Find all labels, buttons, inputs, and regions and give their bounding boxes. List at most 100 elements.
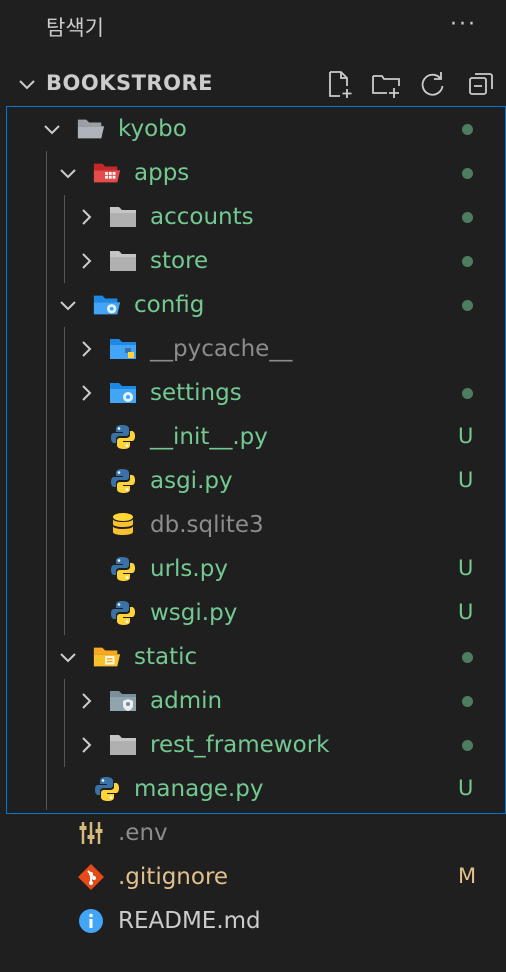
tree-item-env[interactable]: .env xyxy=(0,811,506,855)
tree-item-label: wsgi.py xyxy=(150,600,238,626)
git-status-dot xyxy=(462,212,473,223)
tree-item-label: asgi.py xyxy=(150,468,233,494)
tree-item-label: db.sqlite3 xyxy=(150,512,264,538)
git-status-badge: U xyxy=(458,468,474,492)
tree-item-db-sqlite3[interactable]: db.sqlite3 xyxy=(0,503,506,547)
git-status-dot xyxy=(462,740,473,751)
folder-open-icon xyxy=(76,115,106,143)
chevron-right-icon[interactable] xyxy=(75,250,97,272)
tree-item-readme-md[interactable]: README.md xyxy=(0,899,506,943)
git-status-badge: U xyxy=(458,424,474,448)
git-status-dot xyxy=(462,168,473,179)
info-icon xyxy=(76,907,106,935)
folder-static-icon xyxy=(92,643,122,671)
tree-item-wsgi-py[interactable]: wsgi.py U xyxy=(0,591,506,635)
tree-item-apps[interactable]: apps xyxy=(0,151,506,195)
python-icon xyxy=(108,599,138,627)
chevron-right-icon[interactable] xyxy=(75,206,97,228)
tree-item-rest-framework[interactable]: rest_framework xyxy=(0,723,506,767)
tree-item-admin[interactable]: admin xyxy=(0,679,506,723)
python-icon xyxy=(108,555,138,583)
refresh-icon xyxy=(418,69,448,99)
chevron-down-icon[interactable] xyxy=(41,118,63,140)
tree-item-manage-py[interactable]: manage.py U xyxy=(0,767,506,811)
tree-item-label: kyobo xyxy=(118,116,187,142)
tree-item-label: apps xyxy=(134,160,190,186)
python-icon xyxy=(108,423,138,451)
workspace-section-header[interactable]: BOOKSTRORE xyxy=(0,62,506,106)
git-status-dot xyxy=(462,652,473,663)
tree-item-label: static xyxy=(134,644,198,670)
tree-item-init-py[interactable]: __init__.py U xyxy=(0,415,506,459)
chevron-right-icon[interactable] xyxy=(75,734,97,756)
tree-item-label: urls.py xyxy=(150,556,228,582)
tree-item-urls-py[interactable]: urls.py U xyxy=(0,547,506,591)
git-icon xyxy=(76,863,106,891)
tree-item-label: manage.py xyxy=(134,776,264,802)
tree-item-config[interactable]: config xyxy=(0,283,506,327)
chevron-down-icon[interactable] xyxy=(57,294,79,316)
indent-guide xyxy=(46,151,47,810)
tree-item-settings[interactable]: settings xyxy=(0,371,506,415)
new-file-icon xyxy=(324,69,354,99)
git-status-badge: U xyxy=(458,556,474,580)
chevron-down-icon[interactable] xyxy=(57,646,79,668)
tree-item-label: .env xyxy=(118,820,168,846)
tree-item-label: .gitignore xyxy=(118,864,229,890)
tree-item-gitignore[interactable]: .gitignore M xyxy=(0,855,506,899)
new-folder-button[interactable] xyxy=(369,67,403,101)
tree-item-label: admin xyxy=(150,688,223,714)
folder-icon xyxy=(108,731,138,759)
chevron-down-icon xyxy=(16,73,38,95)
git-status-dot xyxy=(462,300,473,311)
tree-item-label: settings xyxy=(150,380,242,406)
tree-item-accounts[interactable]: accounts xyxy=(0,195,506,239)
collapse-all-icon xyxy=(466,69,496,99)
tree-item-store[interactable]: store xyxy=(0,239,506,283)
git-status-dot xyxy=(462,124,473,135)
explorer-header: 탐색기 ··· xyxy=(0,0,506,56)
chevron-right-icon[interactable] xyxy=(75,690,97,712)
panel-title: 탐색기 xyxy=(46,16,104,40)
tree-item-label: accounts xyxy=(150,204,254,230)
more-actions-button[interactable]: ··· xyxy=(450,12,477,37)
git-status-dot xyxy=(462,696,473,707)
chevron-right-icon[interactable] xyxy=(75,382,97,404)
folder-admin-icon xyxy=(108,687,138,715)
settings-sliders-icon xyxy=(76,819,106,847)
folder-config-icon xyxy=(92,291,122,319)
tree-item-label: config xyxy=(134,292,205,318)
tree-item-asgi-py[interactable]: asgi.py U xyxy=(0,459,506,503)
indent-guide xyxy=(64,195,65,283)
folder-app-icon xyxy=(92,159,122,187)
new-file-button[interactable] xyxy=(322,67,356,101)
git-status-badge: U xyxy=(458,600,474,624)
python-icon xyxy=(108,467,138,495)
tree-item-kyobo[interactable]: kyobo xyxy=(0,107,506,151)
chevron-down-icon[interactable] xyxy=(57,162,79,184)
chevron-right-icon[interactable] xyxy=(75,338,97,360)
git-status-badge: M xyxy=(458,864,477,888)
folder-python-icon xyxy=(108,335,138,363)
database-icon xyxy=(108,511,138,539)
tree-item-label: __init__.py xyxy=(150,424,268,450)
refresh-button[interactable] xyxy=(416,67,450,101)
tree-item-static[interactable]: static xyxy=(0,635,506,679)
tree-item-label: README.md xyxy=(118,908,261,934)
new-folder-icon xyxy=(370,69,402,99)
folder-settings-icon xyxy=(108,379,138,407)
tree-item-label: __pycache__ xyxy=(150,336,293,362)
folder-icon xyxy=(108,247,138,275)
tree-item-pycache[interactable]: __pycache__ xyxy=(0,327,506,371)
tree-item-label: store xyxy=(150,248,209,274)
indent-guide xyxy=(64,327,65,635)
tree-item-label: rest_framework xyxy=(150,732,330,758)
collapse-all-button[interactable] xyxy=(464,67,498,101)
folder-icon xyxy=(108,203,138,231)
git-status-dot xyxy=(462,388,473,399)
workspace-title: BOOKSTRORE xyxy=(46,71,213,95)
indent-guide xyxy=(64,679,65,767)
python-icon xyxy=(92,775,122,803)
git-status-dot xyxy=(462,256,473,267)
git-status-badge: U xyxy=(458,776,474,800)
